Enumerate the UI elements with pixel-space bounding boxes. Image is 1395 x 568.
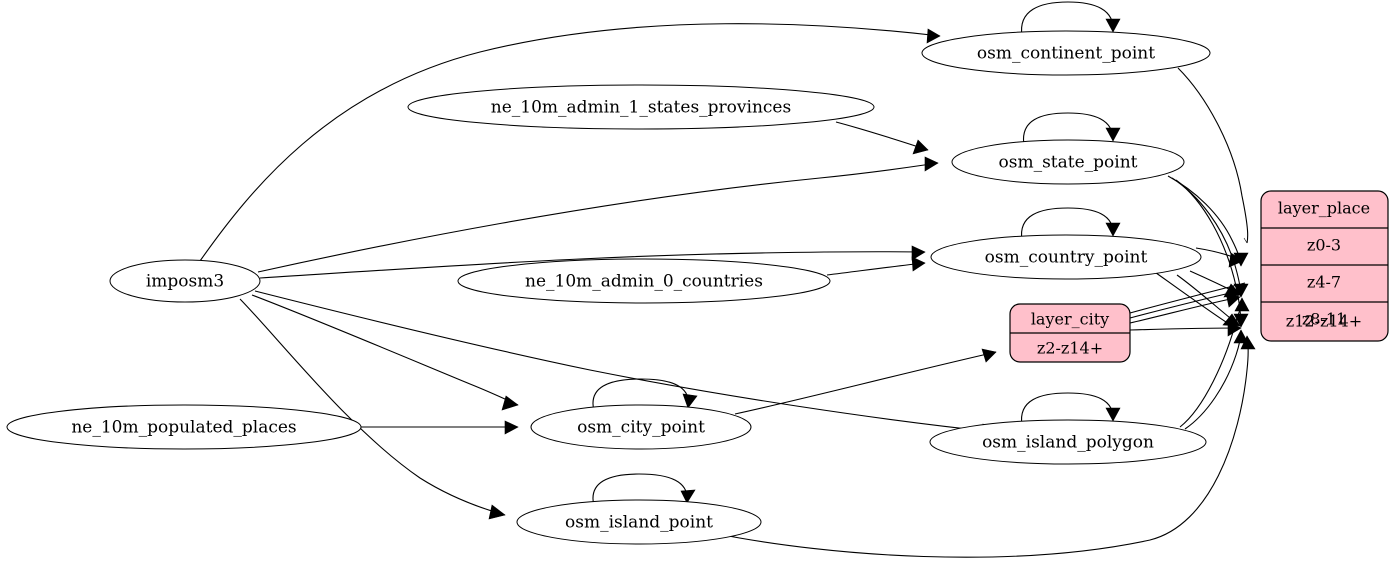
edge-osm-continent-point-to-layer-place-z0-3 — [1177, 67, 1249, 244]
node-ne-10m-populated-places-label: ne_10m_populated_places — [71, 418, 296, 438]
edge-ne-admin-0-countries-to-osm-country-point — [826, 256, 926, 276]
layer-city-row-z2-z14-label: z2-z14+ — [1037, 339, 1103, 358]
node-imposm3[interactable]: imposm3 — [109, 259, 261, 303]
self-loop-osm-country-point — [1021, 207, 1121, 241]
self-loop-osm-city-point — [592, 378, 698, 412]
edge-ne-populated-places-to-osm-city-point — [361, 420, 519, 435]
edge-osm-city-point-to-layer-city — [734, 348, 997, 415]
edge-imposm3-to-osm-city-point — [251, 294, 519, 411]
self-loop-osm-island-polygon — [1021, 392, 1121, 426]
edge-layer — [199, 1, 1256, 558]
node-layer-place[interactable]: layer_place z0-3 z4-7 z8-11 z12-z14+ — [1260, 190, 1389, 342]
layer-place-header-label: layer_place — [1278, 199, 1370, 218]
layer-city-header-label: layer_city — [1031, 310, 1109, 329]
self-loop-osm-island-point — [592, 473, 696, 507]
edge-osm-country-point-to-layer-place-z4-7 — [1195, 247, 1244, 268]
edge-layer-city-to-layer-place-z8-11 — [1129, 292, 1241, 324]
self-loop-osm-continent-point — [1021, 1, 1121, 37]
node-osm-island-point-label: osm_island_point — [565, 513, 713, 533]
layer-place-row-z8-11-label: z8-11 — [1302, 310, 1346, 329]
node-osm-country-point-label: osm_country_point — [985, 248, 1148, 268]
node-osm-state-point-label: osm_state_point — [999, 153, 1138, 173]
node-layer: imposm3 ne_10m_admin_1_states_provinces … — [6, 30, 1389, 545]
node-osm-island-polygon[interactable]: osm_island_polygon — [929, 419, 1207, 465]
node-osm-continent-point-label: osm_continent_point — [977, 44, 1155, 64]
layer-place-row-z4-7-label: z4-7 — [1307, 273, 1341, 292]
node-osm-country-point[interactable]: osm_country_point — [930, 234, 1202, 280]
node-ne-10m-admin-1-states-provinces-label: ne_10m_admin_1_states_provinces — [491, 98, 791, 118]
node-osm-continent-point[interactable]: osm_continent_point — [921, 30, 1211, 76]
node-osm-island-polygon-label: osm_island_polygon — [982, 433, 1154, 453]
edge-crossing-strands — [1151, 269, 1239, 331]
node-ne-10m-admin-0-countries[interactable]: ne_10m_admin_0_countries — [457, 258, 831, 304]
node-ne-10m-populated-places[interactable]: ne_10m_populated_places — [6, 404, 362, 450]
layer-place-row-z0-3-label: z0-3 — [1307, 236, 1341, 255]
node-ne-10m-admin-1-states-provinces[interactable]: ne_10m_admin_1_states_provinces — [407, 84, 875, 130]
edge-osm-island-point-to-layer-place-z12-z14 — [717, 335, 1256, 558]
edge-imposm3-to-osm-island-point — [239, 298, 506, 520]
edge-osm-island-polygon-to-layer-place-z12-z14 — [1184, 329, 1249, 430]
node-osm-state-point[interactable]: osm_state_point — [951, 139, 1185, 185]
node-osm-city-point-label: osm_city_point — [577, 418, 705, 438]
edge-imposm3-to-osm-continent-point — [199, 23, 941, 262]
edge-imposm3-to-osm-state-point — [257, 156, 939, 273]
edge-ne-states-provinces-to-osm-state-point — [835, 121, 929, 155]
node-osm-island-point[interactable]: osm_island_point — [516, 499, 762, 545]
layer-place-row-z12-z14-label: z12-z14+ — [1286, 312, 1362, 331]
node-imposm3-label: imposm3 — [146, 272, 224, 292]
node-layer-city[interactable]: layer_city z2-z14+ — [1009, 303, 1131, 363]
self-loop-osm-state-point — [1023, 112, 1121, 146]
node-osm-city-point[interactable]: osm_city_point — [530, 404, 752, 450]
edge-imposm3-to-osm-country-point — [259, 245, 926, 279]
node-ne-10m-admin-0-countries-label: ne_10m_admin_0_countries — [525, 272, 763, 292]
